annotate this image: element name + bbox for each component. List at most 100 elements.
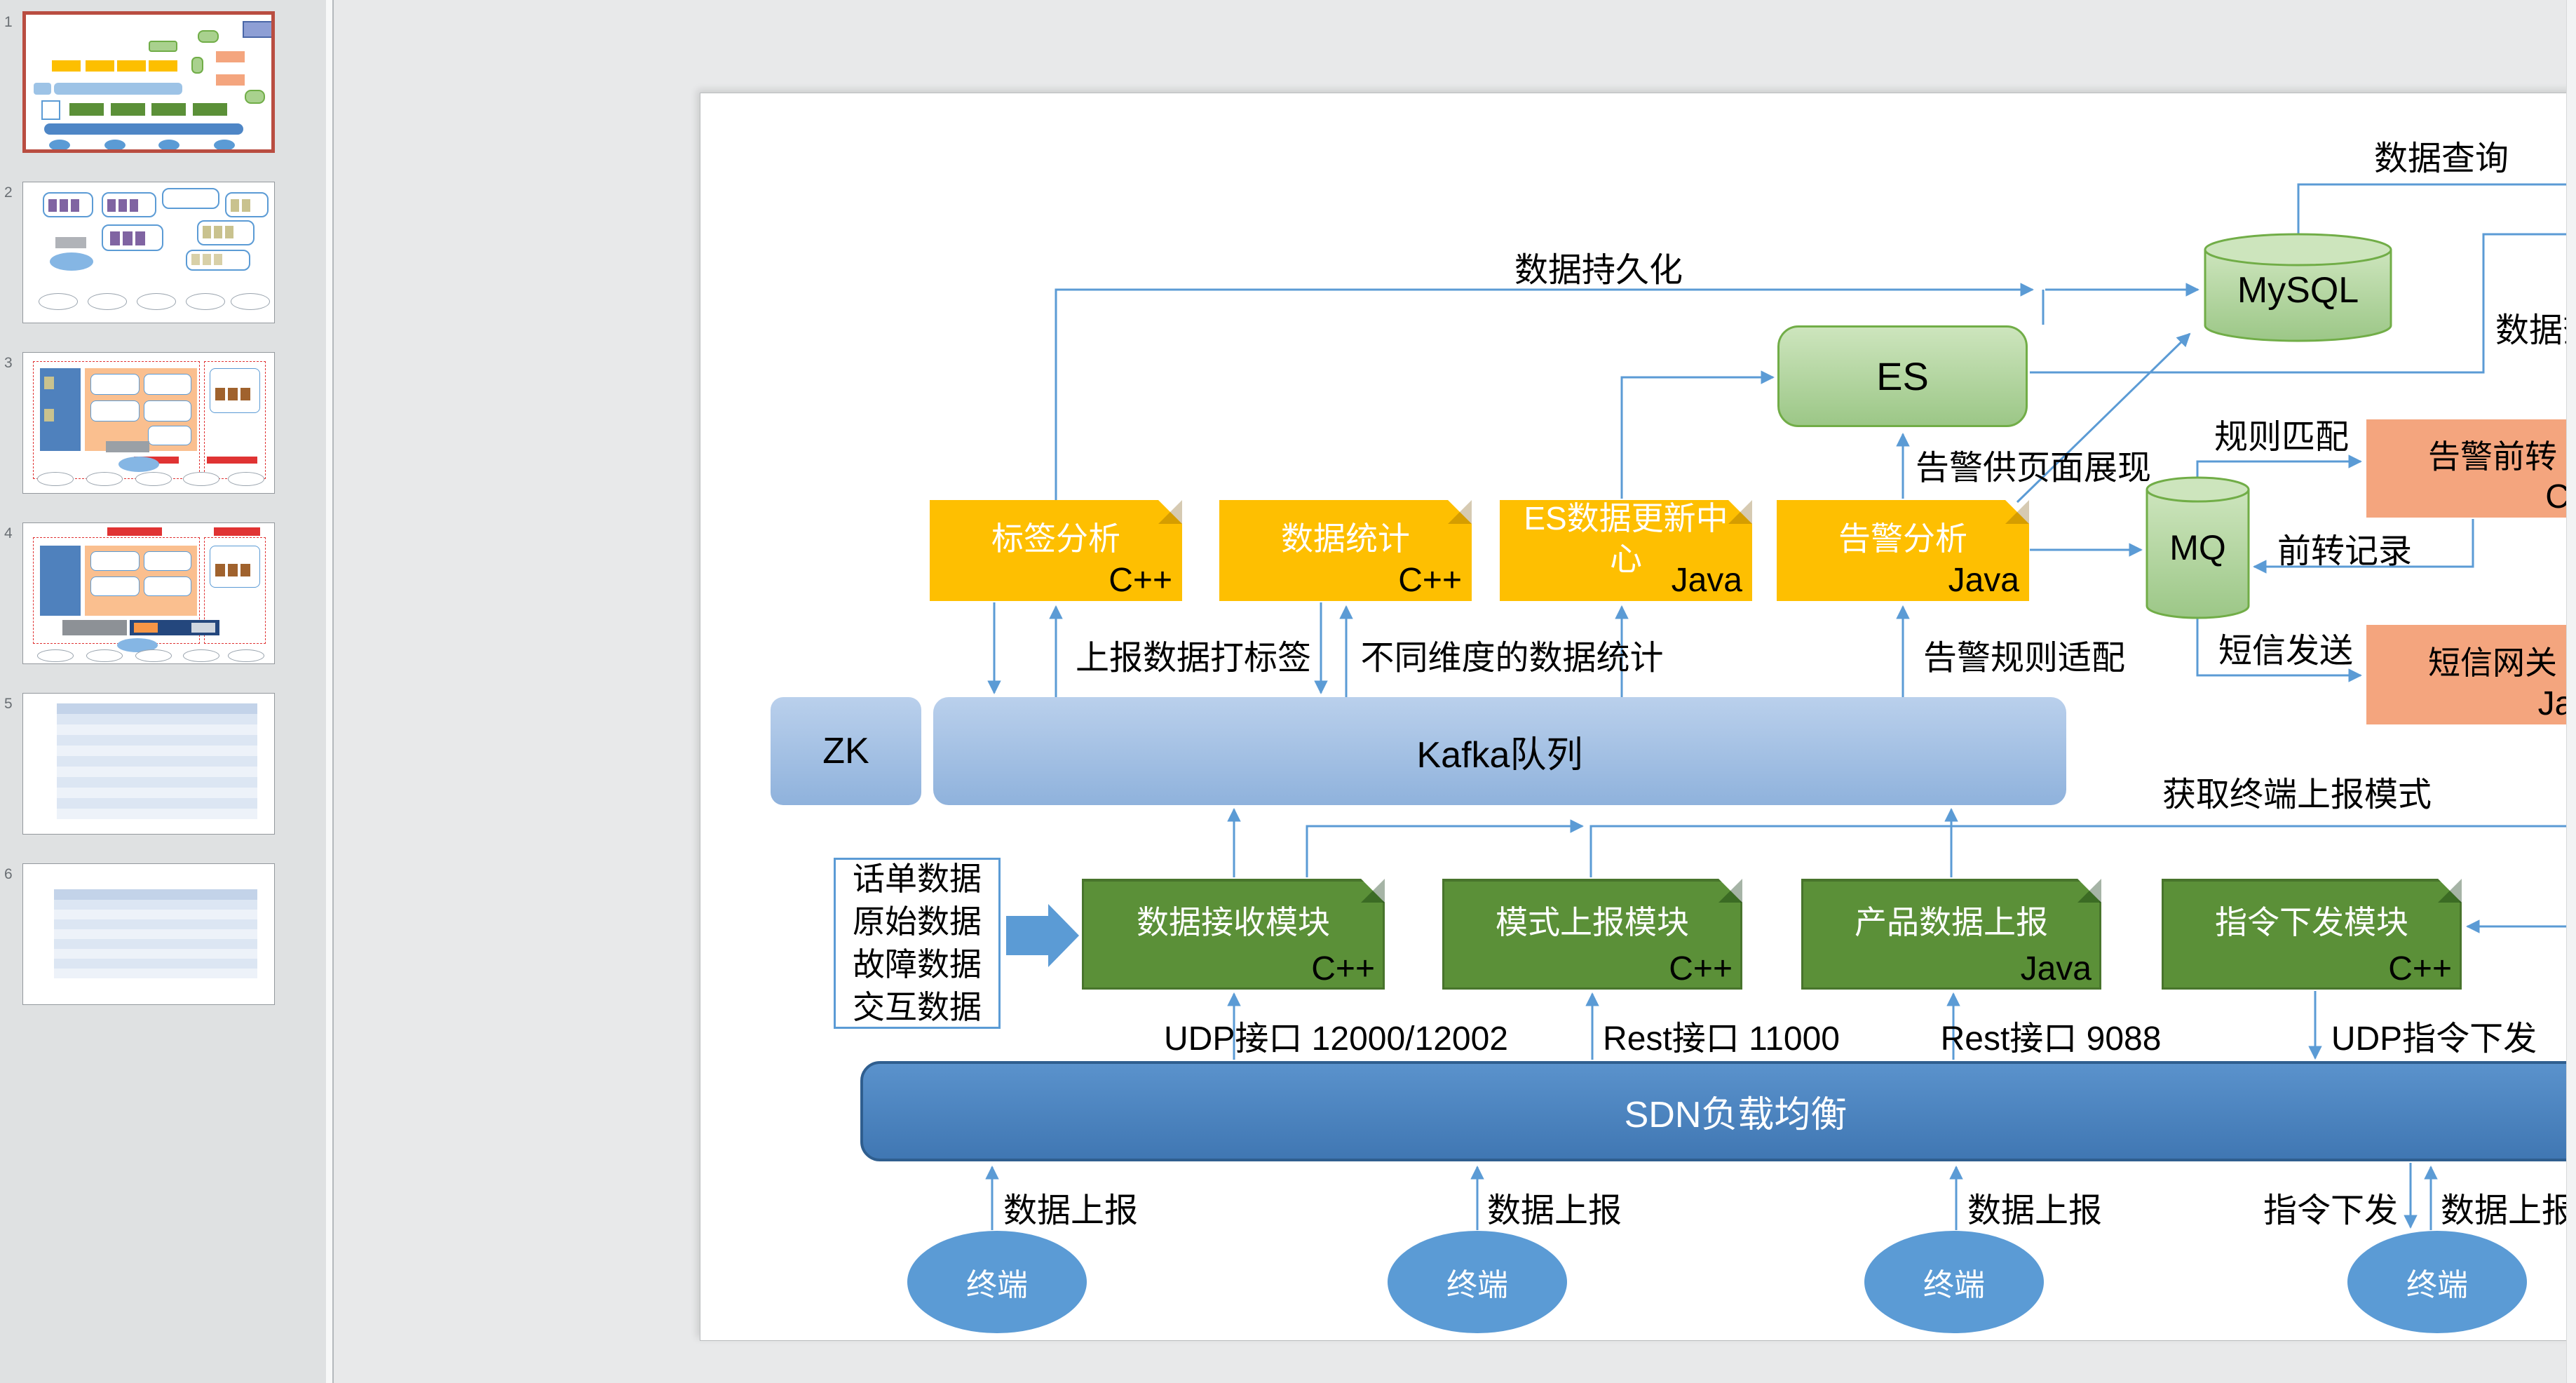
label-persist[interactable]: 数据持久化: [1514, 252, 1683, 289]
thumb-shape: [215, 564, 225, 576]
thumb-shape: [37, 472, 74, 486]
thumb-shape: [231, 199, 239, 212]
thumb-shape: [135, 231, 145, 245]
slide-number-2: 2: [4, 184, 13, 201]
thumb-shape: [104, 140, 126, 149]
slide-thumbnail-5[interactable]: [22, 693, 275, 835]
node-terminal-4[interactable]: 终端: [2347, 1231, 2527, 1333]
thumb-shape: [191, 57, 203, 74]
node-product-report[interactable]: 产品数据上报 Java: [1801, 879, 2101, 990]
mq-node: [2145, 476, 2250, 619]
thumb-shape: [228, 564, 238, 576]
thumb-shape: [50, 252, 93, 271]
slide-number-1: 1: [4, 14, 13, 30]
panel-splitter[interactable]: [332, 0, 334, 1383]
thumb-shape: [107, 527, 162, 536]
slide-thumbnail-3[interactable]: [22, 352, 275, 494]
thumb-shape: [57, 767, 257, 777]
connector-layer: [985, 177, 2576, 1230]
thumb-shape: [134, 623, 158, 633]
node-cmd-dispatch[interactable]: 指令下发模块 C++: [2162, 879, 2462, 990]
node-datasource-list[interactable]: 话单数据 原始数据 故障数据 交互数据: [834, 858, 1001, 1029]
thumb-shape: [33, 537, 200, 644]
label-alarm-page[interactable]: 告警供页面展现: [1915, 450, 2151, 487]
sidebar-scrollbar[interactable]: [326, 0, 332, 1383]
label-query-right[interactable]: 数据查询: [2495, 312, 2576, 349]
thumb-shape: [214, 226, 222, 238]
mysql-node: [2204, 233, 2392, 342]
thumb-shape: [44, 123, 243, 135]
thumb-shape: [204, 537, 266, 644]
slide-number-6: 6: [4, 866, 13, 882]
node-data-receive[interactable]: 数据接收模块 C++: [1082, 879, 1385, 990]
thumb-shape: [44, 409, 54, 421]
thumb-shape: [110, 231, 120, 245]
node-alarm-forward[interactable]: 告警前转 C++: [2366, 419, 2576, 518]
thumb-shape: [183, 472, 219, 486]
node-data-stats[interactable]: 数据统计 C++: [1219, 500, 1472, 601]
label-alarm-rule[interactable]: 告警规则适配: [1923, 640, 2125, 677]
node-terminal-2[interactable]: 终端: [1388, 1231, 1567, 1333]
thumb-shape: [71, 199, 79, 212]
node-kafka[interactable]: Kafka队列: [933, 697, 2066, 805]
thumb-shape: [191, 254, 200, 265]
slide-thumbnail-1[interactable]: [22, 11, 275, 153]
thumb-shape: [57, 798, 257, 809]
label-report-2[interactable]: 数据上报: [1487, 1192, 1622, 1229]
node-sms-gateway[interactable]: 短信网关 Java: [2366, 625, 2576, 724]
label-report-4[interactable]: 数据上报: [2441, 1192, 2576, 1229]
label-get-mode[interactable]: 获取终端上报模式: [2162, 776, 2432, 814]
node-terminal-1[interactable]: 终端: [907, 1231, 1087, 1333]
thumb-shape: [149, 60, 177, 72]
thumb-shape: [144, 400, 191, 421]
label-udp-port[interactable]: UDP接口 12000/12002: [1164, 1020, 1508, 1058]
node-mode-report[interactable]: 模式上报模块 C++: [1442, 879, 1742, 990]
node-sdn[interactable]: SDN负载均衡: [860, 1061, 2576, 1161]
label-report-3[interactable]: 数据上报: [1967, 1192, 2103, 1229]
thumb-shape: [215, 388, 225, 400]
thumb-shape: [54, 83, 182, 95]
thumb-shape: [243, 21, 271, 38]
thumb-shape: [231, 293, 270, 310]
mq-label: MQ: [2169, 528, 2226, 567]
node-tag-analysis[interactable]: 标签分析 C++: [930, 500, 1182, 601]
thumb-shape: [86, 472, 123, 486]
thumb-shape: [107, 199, 116, 212]
label-stats[interactable]: 不同维度的数据统计: [1360, 640, 1664, 677]
thumb-shape: [111, 103, 145, 116]
label-query-top[interactable]: 数据查询: [2373, 140, 2509, 177]
thumb-shape: [118, 457, 159, 472]
label-udp-cmd[interactable]: UDP指令下发: [2331, 1020, 2537, 1058]
node-es[interactable]: ES: [1777, 325, 2028, 427]
slide-thumbnail-6[interactable]: [22, 863, 275, 1005]
thumb-shape: [148, 426, 191, 445]
label-fwd-record[interactable]: 前转记录: [2277, 533, 2412, 570]
thumb-shape: [240, 564, 250, 576]
node-alarm-analysis[interactable]: 告警分析 Java: [1777, 500, 2029, 601]
slide-thumbnail-2[interactable]: [22, 182, 275, 323]
label-sms-send[interactable]: 短信发送: [2218, 633, 2353, 670]
label-rule-match[interactable]: 规则匹配: [2214, 419, 2349, 456]
thumb-shape: [39, 293, 78, 310]
slide-canvas: 数据持久化 数据查询 数据查询 规则匹配 前转记录 短信发送 告警供页面展现 上…: [700, 93, 2576, 1341]
label-report-1[interactable]: 数据上报: [1003, 1192, 1139, 1229]
thumb-shape: [57, 724, 257, 735]
node-zk[interactable]: ZK: [771, 697, 921, 805]
node-es-update-center[interactable]: ES数据更新中心 Java: [1500, 500, 1752, 601]
thumb-shape: [144, 374, 191, 395]
label-tag[interactable]: 上报数据打标签: [1075, 640, 1311, 677]
label-rest-9088[interactable]: Rest接口 9088: [1940, 1020, 2162, 1058]
thumb-shape: [228, 649, 264, 662]
block-arrow-icon: [1006, 904, 1079, 967]
thumb-shape: [57, 777, 257, 788]
thumb-shape: [144, 551, 191, 571]
thumb-shape: [135, 649, 172, 662]
thumb-shape: [186, 293, 225, 310]
thumb-shape: [193, 103, 227, 116]
window-scrollbar[interactable]: [2566, 0, 2576, 1383]
slide-thumbnail-4[interactable]: [22, 522, 275, 664]
node-terminal-3[interactable]: 终端: [1864, 1231, 2044, 1333]
thumb-shape: [54, 949, 257, 959]
label-rest-11000[interactable]: Rest接口 11000: [1603, 1020, 1840, 1058]
label-cmd-down[interactable]: 指令下发: [2263, 1192, 2399, 1229]
